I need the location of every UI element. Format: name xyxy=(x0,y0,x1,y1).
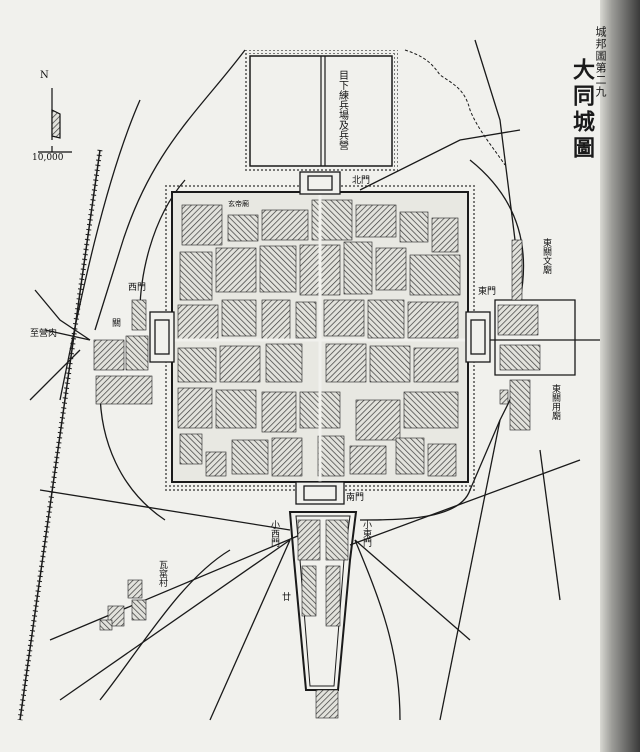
contour-line xyxy=(404,49,506,166)
south-mark-label: 廿 xyxy=(282,591,291,603)
east-wenmiao-label: 東關文廟 xyxy=(541,237,552,275)
west-suburb-label: 關 xyxy=(112,318,121,329)
small-west-gate-label: 小西門 xyxy=(269,520,280,548)
page-edge-shadow xyxy=(600,0,640,752)
north-label: N xyxy=(40,70,49,81)
scale-label: 10,000 xyxy=(32,153,64,163)
to-village-label: 至營肉 xyxy=(30,327,57,339)
temple-label: 玄帝廟 xyxy=(228,199,249,208)
north-arrow xyxy=(38,88,72,153)
south-gate-label: 南門 xyxy=(346,491,364,503)
city-map: 目下練兵場及兵營 北門 西門 東門 南門 關 至營肉 玄帝廟 東關文廟 東關用廟… xyxy=(17,39,600,721)
west-gate-label: 西門 xyxy=(128,282,146,293)
east-suburb xyxy=(497,239,541,431)
gates xyxy=(149,171,491,505)
map-title: 大同城圖 xyxy=(569,58,595,162)
south-suburb xyxy=(288,511,358,719)
roads xyxy=(29,39,600,721)
city-blocks xyxy=(177,199,461,477)
tile-village-label: 瓦窰村 xyxy=(157,560,168,587)
plate-number: 城邦圖第二九 xyxy=(594,26,607,98)
small-east-gate-label: 小東門 xyxy=(361,520,372,548)
drill-ground-enclosure xyxy=(244,50,398,172)
east-gate-label: 東門 xyxy=(478,285,496,297)
east-suburb-temple-label: 東關用廟 xyxy=(550,383,561,421)
railway xyxy=(17,149,103,721)
west-suburb xyxy=(93,299,153,405)
drill-ground-label: 目下練兵場及兵營 xyxy=(337,70,349,150)
tile-village xyxy=(99,579,147,631)
main-streets xyxy=(172,192,468,482)
north-gate-label: 北門 xyxy=(352,175,370,186)
map-labels: 目下練兵場及兵營 北門 西門 東門 南門 關 至營肉 玄帝廟 東關文廟 東關用廟… xyxy=(30,70,561,603)
